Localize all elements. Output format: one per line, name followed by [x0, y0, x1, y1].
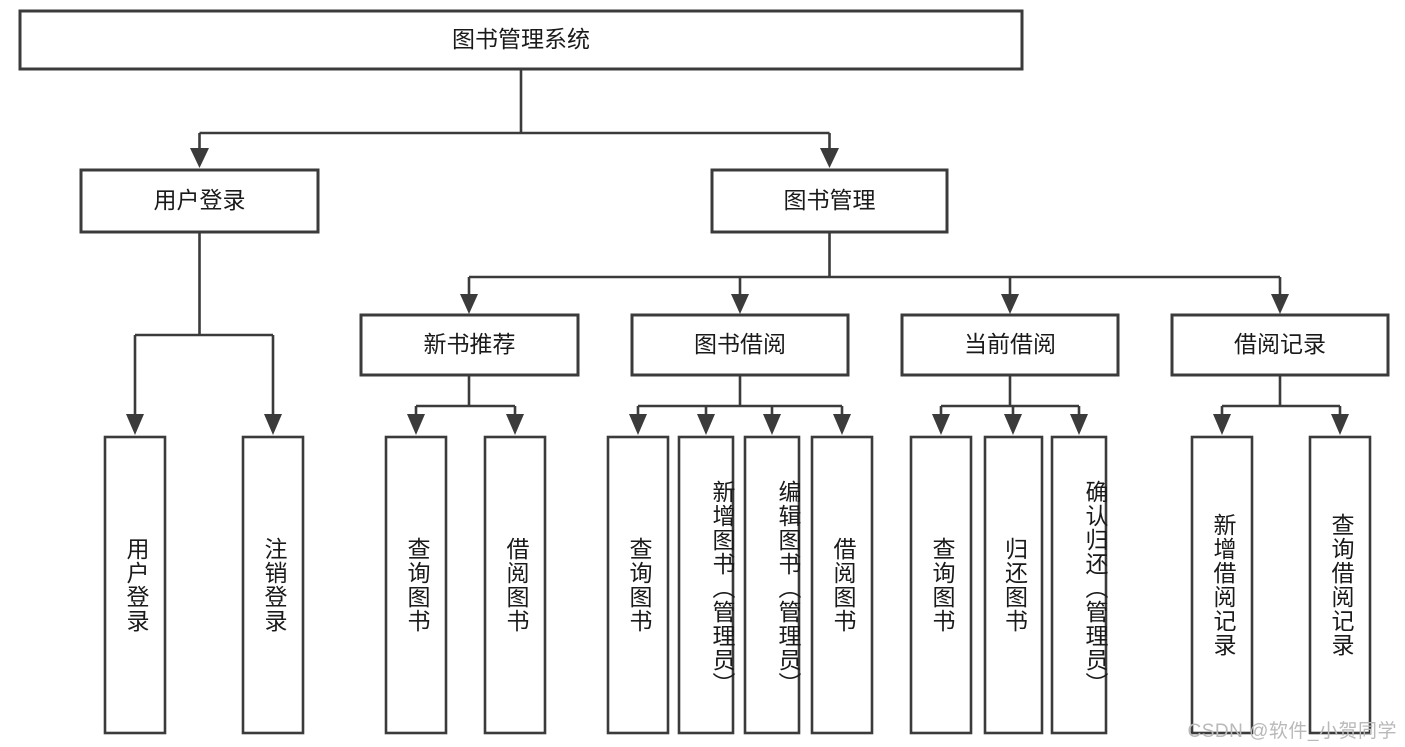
node-box-leaf-user-logout[interactable]: [241, 435, 305, 735]
node-label-current-borrow: 当前借阅: [964, 331, 1056, 357]
node-box-leaf-bb-borrow-book[interactable]: [810, 435, 874, 735]
node-box-leaf-br-add-record[interactable]: [1190, 435, 1254, 735]
arrow-head-leaf-br-add-record: [1213, 414, 1231, 435]
arrow-head-leaf-bb-edit-book: [763, 414, 781, 435]
node-label-book-management: 图书管理: [784, 187, 876, 213]
connector-group-newbook-to-leaves: [407, 375, 524, 435]
arrow-head-leaf-cb-return-book: [1004, 414, 1022, 435]
node-boxes-layer: [18, 9, 1390, 735]
node-box-current-borrow[interactable]: [900, 313, 1120, 377]
node-box-new-book-recommend[interactable]: [359, 313, 580, 377]
node-box-leaf-cb-return-book[interactable]: [983, 435, 1044, 735]
node-box-leaf-rec-query-book[interactable]: [384, 435, 448, 735]
arrow-head-leaf-bb-borrow-book: [833, 414, 851, 435]
connector-group-bookborrow-to-leaves: [629, 375, 851, 435]
arrow-head-book-management: [820, 148, 839, 168]
connector-group-borrowrecord-to-leaves: [1213, 375, 1349, 435]
arrow-head-user-login: [190, 148, 209, 168]
arrow-head-leaf-user-logout: [264, 414, 282, 435]
arrow-head-leaf-bb-query-book: [629, 414, 647, 435]
arrow-head-book-borrow: [731, 294, 749, 314]
node-box-borrow-record[interactable]: [1170, 313, 1390, 377]
node-box-leaf-rec-borrow-book[interactable]: [483, 435, 547, 735]
node-box-user-login[interactable]: [79, 168, 320, 234]
node-label-user-login: 用户登录: [154, 187, 246, 213]
arrow-head-leaf-cb-confirm-return: [1070, 414, 1088, 435]
node-box-leaf-bb-edit-book[interactable]: [743, 435, 801, 735]
node-box-book-borrow[interactable]: [630, 313, 850, 377]
arrow-head-borrow-record: [1271, 294, 1289, 314]
node-box-leaf-bb-query-book[interactable]: [606, 435, 670, 735]
node-box-leaf-br-query-record[interactable]: [1308, 435, 1372, 735]
node-box-book-management[interactable]: [710, 168, 949, 234]
arrow-head-leaf-bb-add-book: [697, 414, 715, 435]
connector-group-currentborrow-to-leaves: [932, 375, 1088, 435]
connector-group-userlogin-to-leaves: [126, 232, 282, 435]
node-box-leaf-bb-add-book[interactable]: [677, 435, 735, 735]
arrow-head-leaf-user-login: [126, 414, 144, 435]
arrow-head-current-borrow: [1001, 294, 1019, 314]
node-box-leaf-user-login[interactable]: [103, 435, 167, 735]
connector-group-root-to-level2: [190, 69, 839, 168]
node-box-leaf-cb-query-book[interactable]: [909, 435, 973, 735]
node-box-leaf-cb-confirm-return[interactable]: [1050, 435, 1108, 735]
node-label-borrow-record: 借阅记录: [1234, 331, 1326, 357]
arrow-head-leaf-cb-query-book: [932, 414, 950, 435]
node-label-book-borrow: 图书借阅: [694, 331, 786, 357]
node-label-root: 图书管理系统: [452, 26, 590, 52]
arrow-head-leaf-rec-borrow-book: [506, 414, 524, 435]
arrow-head-leaf-br-query-record: [1331, 414, 1349, 435]
node-box-root[interactable]: [18, 9, 1024, 71]
arrow-head-new-book-recommend: [460, 294, 478, 314]
node-label-new-book-recommend: 新书推荐: [424, 331, 516, 357]
connector-group-bookmanagement-to-level3: [460, 232, 1289, 314]
arrow-head-leaf-rec-query-book: [407, 414, 425, 435]
